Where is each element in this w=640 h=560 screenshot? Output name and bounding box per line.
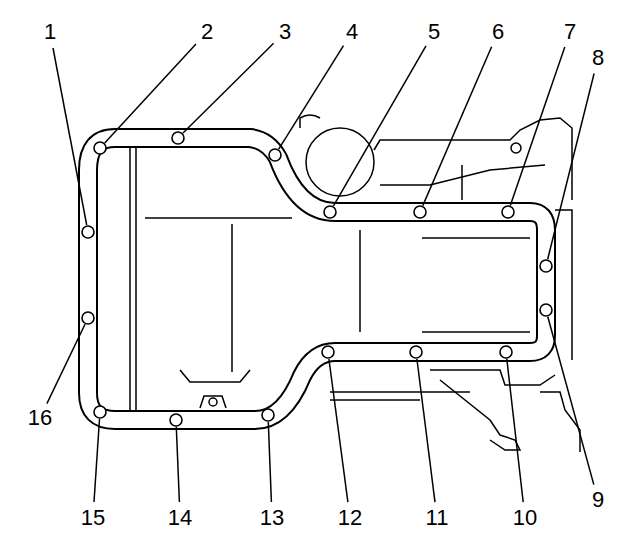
- callout-number: 6: [491, 21, 505, 43]
- callout-number: 2: [200, 21, 214, 43]
- pan-flange-edge: [88, 138, 546, 420]
- leader-line: [47, 43, 594, 502]
- callout-number: 13: [259, 507, 285, 529]
- pan-flange: [88, 138, 546, 420]
- callout-number: 8: [591, 47, 605, 69]
- callout-number: 10: [512, 507, 538, 529]
- callout-number: 12: [337, 507, 363, 529]
- callout-number: 7: [563, 21, 577, 43]
- callout-number: 4: [345, 21, 359, 43]
- callout-number: 16: [27, 407, 53, 429]
- callout-number: 11: [425, 507, 450, 529]
- callout-number: 3: [278, 21, 292, 43]
- pan-bolt: [82, 132, 552, 426]
- callout-number: 9: [591, 489, 605, 511]
- callout-number: 5: [427, 21, 441, 43]
- callout-number: 1: [43, 21, 57, 43]
- callout-number: 15: [80, 507, 106, 529]
- callout-number: 14: [167, 507, 193, 529]
